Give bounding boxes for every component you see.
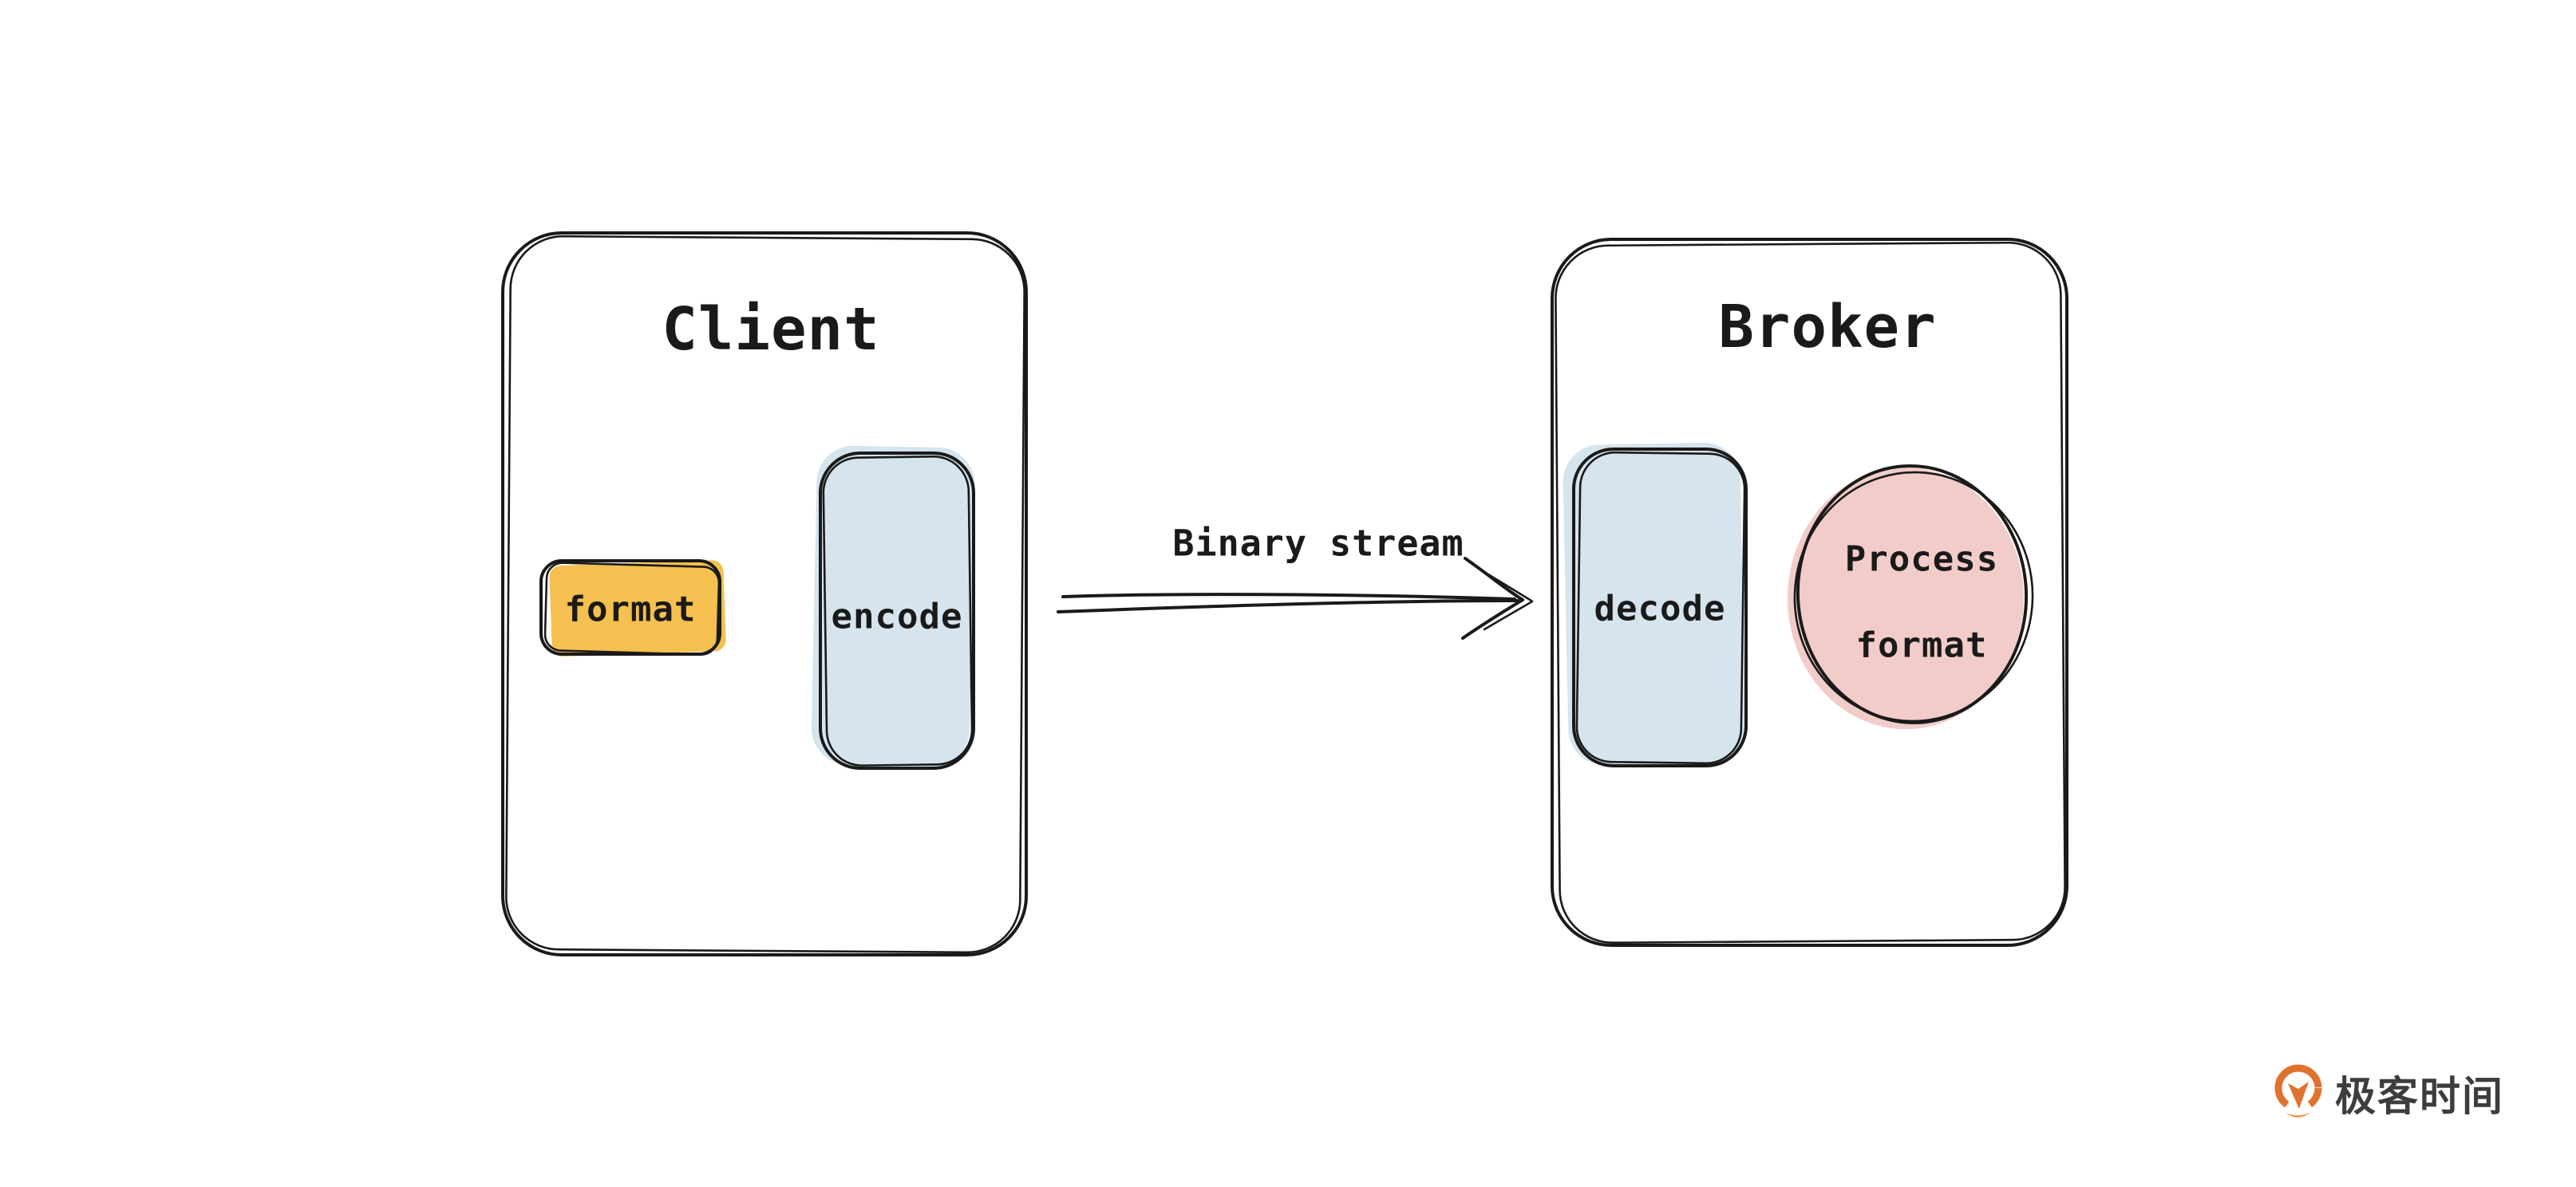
format-label: format [564, 589, 697, 630]
format-node [539, 559, 721, 656]
arrow-line-top [1061, 593, 1516, 601]
arrow-head-lower-barb [1461, 598, 1524, 640]
logo-ring [2274, 1064, 2322, 1112]
encode-node [819, 452, 975, 770]
arrow-head-lower-sketch [1483, 600, 1534, 631]
arrow-line-bottom [1057, 599, 1519, 613]
client-box [501, 231, 1028, 956]
broker-box [1551, 238, 2068, 947]
broker-title: Broker [1718, 293, 1937, 361]
decode-node-sketch-stroke [1575, 451, 1746, 765]
broker-box-sketch-stroke [1555, 241, 2066, 944]
decode-node-fill [1563, 442, 1746, 766]
binary-stream-label: Binary stream [1172, 522, 1464, 565]
binary-stream-arrow [1057, 557, 1534, 640]
process-format-node-fill [1788, 467, 2024, 729]
logo-arrow [2288, 1082, 2309, 1109]
encode-label: encode [831, 596, 963, 637]
encode-node-fill [811, 445, 975, 767]
geektime-logo-text: 极客时间 [2335, 1074, 2505, 1121]
arrow-head-upper-sketch [1479, 568, 1533, 602]
geektime-logo: 极客时间 [2271, 1061, 2504, 1125]
client-box-sketch-stroke [505, 235, 1025, 954]
geektime-logo-icon [2274, 1064, 2322, 1118]
decode-node [1572, 448, 1748, 767]
arrow-head-upper-barb [1464, 557, 1524, 601]
client-title: Client [662, 295, 880, 364]
process-format-node [1796, 464, 2029, 724]
format-node-sketch-stroke [543, 562, 721, 656]
decode-label: decode [1594, 588, 1726, 629]
process-format-label-line1: Process [1844, 538, 1999, 580]
process-format-label-line2: format [1855, 625, 1988, 666]
format-node-fill [549, 560, 726, 657]
encode-node-sketch-stroke [822, 455, 974, 767]
logo-swoosh [2286, 1112, 2311, 1118]
process-format-node-sketch-stroke [1793, 471, 2034, 723]
